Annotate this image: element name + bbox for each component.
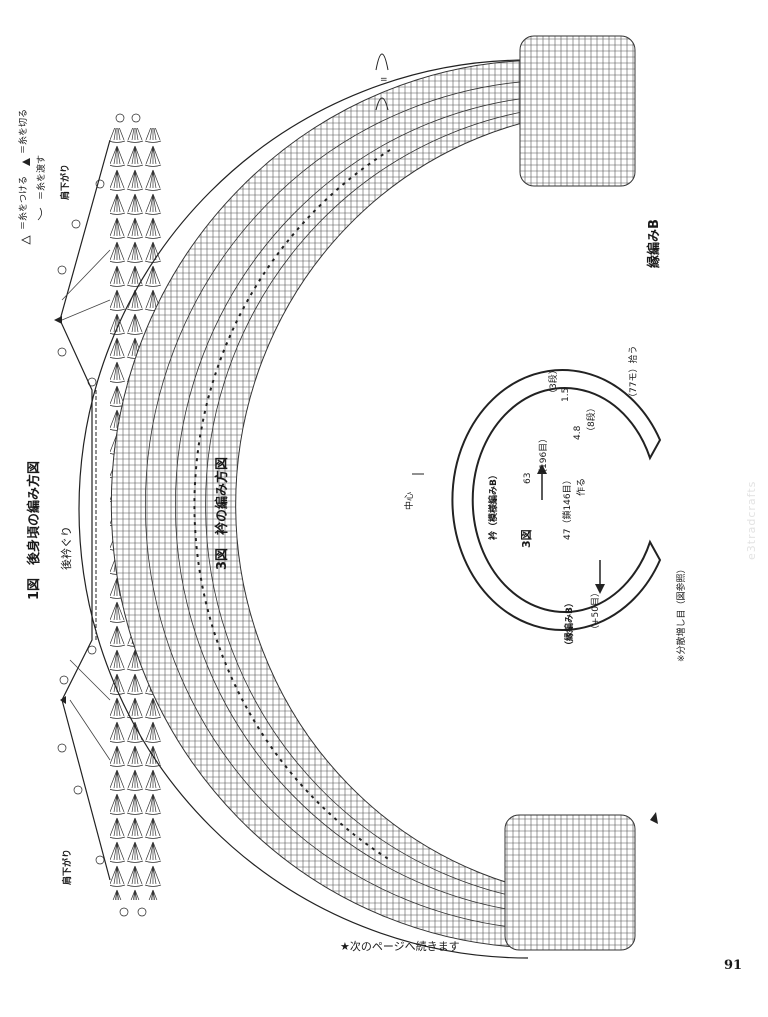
legend-cross-text: ＝糸を渡す [35,155,47,200]
schematic-arrowhead-down [595,584,605,594]
watermark: e3tradcrafts [745,480,758,560]
schematic-st146: 47（鎖146目） [561,475,573,540]
fig1-shoulder-label-top: 肩下がり [59,164,71,201]
collar-outer-arc [78,59,529,959]
collar-schematic [451,369,662,631]
schematic-arrowhead-up [537,464,547,474]
schematic-pick-77: （77モ）拾う [627,346,639,402]
fig1-fan-top [61,249,111,761]
schematic-rows-3: （3段） [547,365,559,398]
schematic-make: 作る [575,478,587,496]
fig3-edging-label: 縁編みB [646,219,662,268]
collar-thread-marker [650,812,658,824]
fig3-collar [78,35,658,959]
schematic-rows-8: （8段） [585,403,597,436]
schematic-note: ※分散増し目（図参照） [675,564,687,662]
thread-attach-marker [54,316,62,324]
schematic-plus50: （+50目） [590,588,601,634]
schematic-c-shape [451,369,662,631]
schematic-fig-no: 3図 [519,529,533,548]
schematic-st196: （196目） [538,434,549,478]
attach-legend-icon [21,235,31,245]
schematic-rows-63: 63 [523,473,533,484]
fig3-title: 3図 衿の編み方図 [214,457,230,570]
schematic-rows-15: 1.5 [561,388,571,402]
schematic-collar-label: 衿（模様編みB） [487,470,499,540]
fig1-legend: ＝糸をつける ＝糸を切る ＝糸を渡す [17,109,47,245]
thread-cut-marker [60,696,66,704]
fig1-shoulder-top [59,139,111,881]
schematic-rows-48: 4.8 [573,425,583,440]
chain-symbol: = [375,53,389,111]
collar-row-arc-3 [205,104,596,906]
collar-row-arc-1 [144,79,561,931]
legend-cut-text: ＝糸を切る [17,109,29,154]
legend-attach-text: ＝糸をつける [17,176,29,230]
edging-b-bottom [504,814,636,951]
cut-legend-icon [22,158,30,166]
fig1-title: 1図 後身頃の編み方図 [26,461,42,600]
fig3-center-label: 中心 [403,492,415,510]
svg-text:=: = [380,75,388,85]
schematic-edging-label: （縁編みB） [563,598,575,650]
collar-scallop-edge [193,149,391,861]
fig1-row-markers [57,113,147,917]
fig1-back-neck-label: 後衿ぐり [59,526,73,570]
fig1-shoulder-label-bottom: 肩下がり [61,849,73,886]
collar-row-arc-2 [175,94,576,916]
continue-note: ★次のページへ続きます [340,940,460,953]
page-number: 91 [724,958,743,973]
cross-legend-icon [37,207,42,221]
edging-b-top [519,35,636,187]
